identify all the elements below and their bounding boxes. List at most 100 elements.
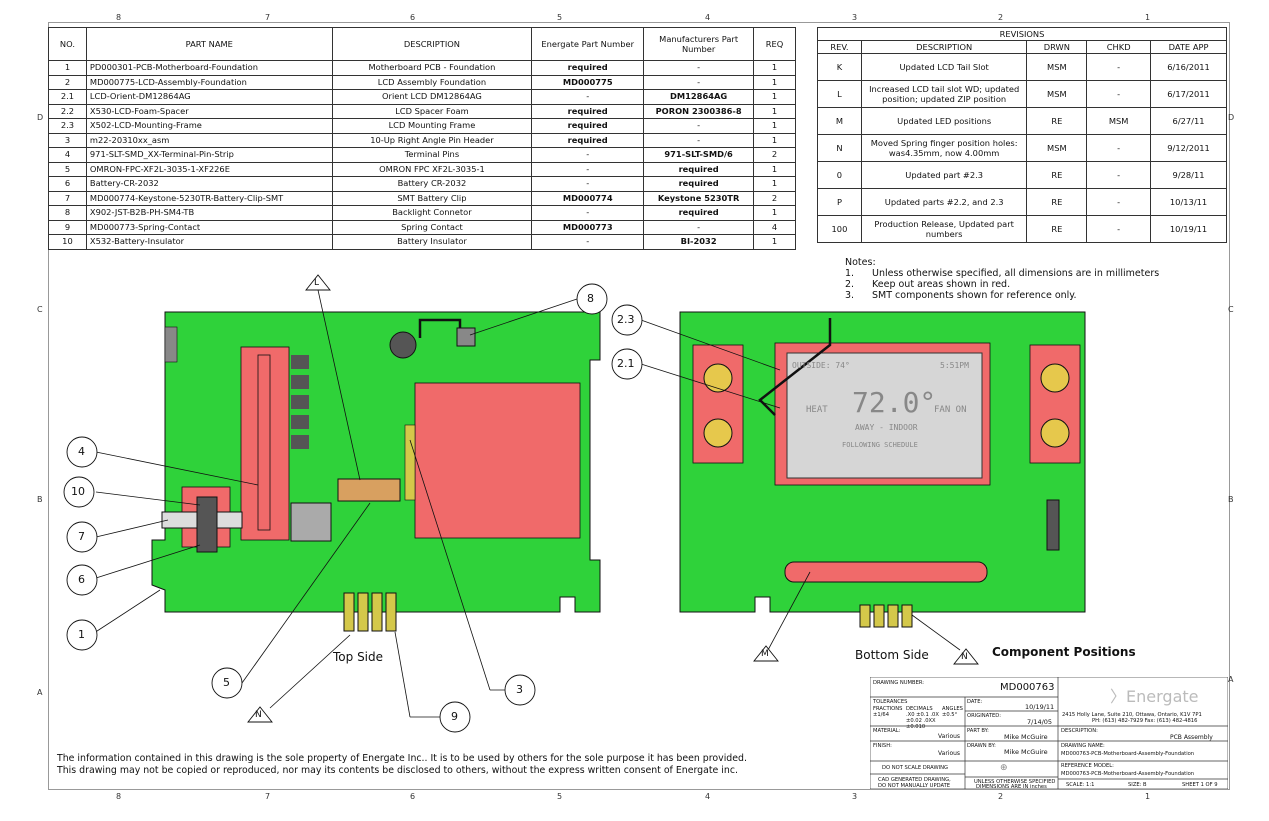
fpc-connector xyxy=(337,478,401,502)
drawn-by-value: Mike McGuire xyxy=(1004,748,1048,756)
spring-contact xyxy=(887,604,899,628)
bom-cell: - xyxy=(531,89,645,105)
bom-cell: 971-SLT-SMD_XX-Terminal-Pin-Strip xyxy=(85,147,333,163)
balloon-label: 10 xyxy=(71,485,85,498)
revision-cell: MSM xyxy=(1026,53,1088,81)
triangle-label: M xyxy=(761,649,769,659)
balloon-label: 5 xyxy=(223,676,230,689)
scale-value: SCALE: 1:1 xyxy=(1066,782,1095,788)
bom-cell: 1 xyxy=(753,60,796,76)
zone-label: 4 xyxy=(705,792,711,801)
zone-label: 2 xyxy=(998,792,1004,801)
bill-of-materials-table: NO. PART NAME DESCRIPTION Energate Part … xyxy=(48,27,796,250)
bom-cell: 4 xyxy=(753,219,796,235)
company-address: 2415 Holly Lane, Suite 210, Ottawa, Onta… xyxy=(1062,712,1202,718)
revision-cell: Updated LED positions xyxy=(860,107,1028,135)
zone-label: C xyxy=(37,305,43,314)
zone-label: A xyxy=(37,688,43,697)
revision-triangle-L xyxy=(305,274,331,291)
bom-cell: required xyxy=(643,161,755,177)
balloon-label: 3 xyxy=(516,683,523,696)
size-value: SIZE: B xyxy=(1128,782,1147,788)
revision-cell: RE xyxy=(1026,107,1088,135)
lcd-time: 5:51PM xyxy=(940,361,969,370)
bom-header-cell: Energate Part Number xyxy=(531,27,645,61)
zone-label: 7 xyxy=(265,13,271,22)
spring-contact xyxy=(371,592,383,632)
spring-contact xyxy=(859,604,871,628)
bom-cell: - xyxy=(531,176,645,192)
material-label: MATERIAL: xyxy=(873,728,901,734)
finish-label: FINISH: xyxy=(873,743,892,749)
bom-cell: Terminal Pins xyxy=(331,147,533,163)
bom-cell: 1 xyxy=(753,132,796,148)
bom-cell: MD000773-Spring-Contact xyxy=(85,219,333,235)
bom-cell: 3 xyxy=(48,132,87,148)
sheet-value: SHEET 1 OF 9 xyxy=(1182,782,1218,788)
lcd-glass xyxy=(786,352,983,479)
smt-component xyxy=(291,435,309,449)
bom-cell: 1 xyxy=(753,205,796,221)
smt-component xyxy=(291,415,309,429)
company-phone: PH: (613) 482-7929 Fax: (613) 482-4816 xyxy=(1092,718,1198,724)
zone-label: 4 xyxy=(705,13,711,22)
balloon-8 xyxy=(576,283,608,315)
zone-label: B xyxy=(1228,495,1234,504)
lcd-mode: AWAY - INDOOR xyxy=(855,423,918,432)
revision-cell: 6/17/2011 xyxy=(1150,80,1227,108)
bom-cell: MD000774 xyxy=(531,190,645,206)
bottom-side-view xyxy=(679,311,1086,628)
revision-cell: P xyxy=(817,188,862,216)
lcd-tail-cable xyxy=(758,318,832,416)
revision-cell: - xyxy=(1086,215,1152,243)
lcd-keepout-area xyxy=(414,382,581,539)
material-value: Various xyxy=(938,733,961,740)
balloon-5 xyxy=(211,667,243,699)
bottom-spring-slot xyxy=(784,561,988,583)
bom-cell: required xyxy=(643,176,755,192)
reference-value: MD000763-PCB-Motherboard-Assembly-Founda… xyxy=(1061,771,1195,777)
bom-cell: MD000773 xyxy=(531,219,645,235)
spring-contact xyxy=(343,592,355,632)
bom-cell: required xyxy=(643,205,755,221)
battery-cr2032 xyxy=(196,496,218,553)
revision-cell: RE xyxy=(1026,215,1088,243)
tolerance-decimals: DECIMALS .X0 ±0.1 .0X ±0.02 .0XX ±0.010 xyxy=(906,706,939,730)
zone-label: 5 xyxy=(557,792,563,801)
zone-label: D xyxy=(37,113,44,122)
balloon-10 xyxy=(63,476,95,508)
bom-cell: 1 xyxy=(753,176,796,192)
revision-cell: RE xyxy=(1026,188,1088,216)
bom-cell: 2 xyxy=(753,147,796,163)
balloon-label: 4 xyxy=(78,445,85,458)
revision-cell: Updated parts #2.2, and 2.3 xyxy=(860,188,1028,216)
note-item: 2.Keep out areas shown in red. xyxy=(845,279,1011,290)
part-by-value: Mike McGuire xyxy=(1004,733,1048,741)
revision-cell: 0 xyxy=(817,161,862,189)
triangle-label: N xyxy=(255,710,262,720)
bom-cell: X532-Battery-Insulator xyxy=(85,234,333,250)
zone-label: 1 xyxy=(1145,792,1151,801)
description-label: DESCRIPTION: xyxy=(1061,728,1098,734)
zone-label: C xyxy=(1228,305,1234,314)
zone-label: 5 xyxy=(557,13,563,22)
bom-cell: - xyxy=(643,219,755,235)
revision-cell: L xyxy=(817,80,862,108)
drawing-number-label: DRAWING NUMBER: xyxy=(873,680,925,686)
balloon-label: 8 xyxy=(587,292,594,305)
revision-cell: 10/19/11 xyxy=(1150,215,1227,243)
bom-header-cell: DESCRIPTION xyxy=(331,27,533,61)
originated-value: 7/14/05 xyxy=(1027,718,1053,726)
lcd-schedule: FOLLOWING SCHEDULE xyxy=(842,441,918,449)
bom-cell: required xyxy=(531,132,645,148)
revision-cell: - xyxy=(1086,188,1152,216)
spring-contact xyxy=(901,604,913,628)
bottom-battery-edge xyxy=(1046,499,1060,551)
